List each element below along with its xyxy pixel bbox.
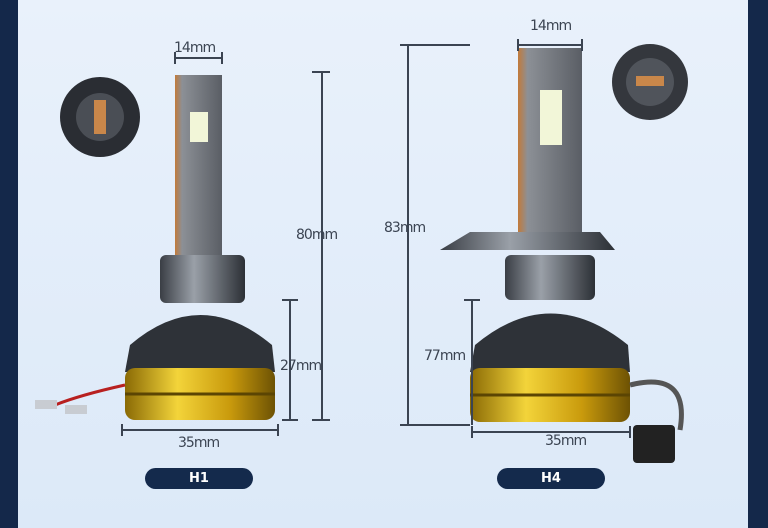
h4-badge: H4: [497, 468, 605, 489]
h1-bulb: [35, 75, 275, 420]
h1-base-width-label: 35mm: [178, 435, 220, 451]
h1-base-height-label: 27mm: [280, 358, 322, 374]
h4-total-height-label: 83mm: [384, 220, 426, 236]
h4-base-width-label: 35mm: [545, 433, 587, 449]
h1-badge: H1: [145, 468, 253, 489]
h4-base-height-label: 77mm: [424, 348, 466, 364]
h4-top-width-label: 14mm: [530, 18, 572, 34]
h4-bulb: [440, 48, 684, 463]
h1-socket-inset: [60, 77, 140, 157]
h1-total-height-label: 80mm: [296, 227, 338, 243]
h4-socket-inset: [612, 44, 688, 120]
h1-top-width-label: 14mm: [174, 40, 216, 56]
dimension-lines: [121, 39, 631, 438]
